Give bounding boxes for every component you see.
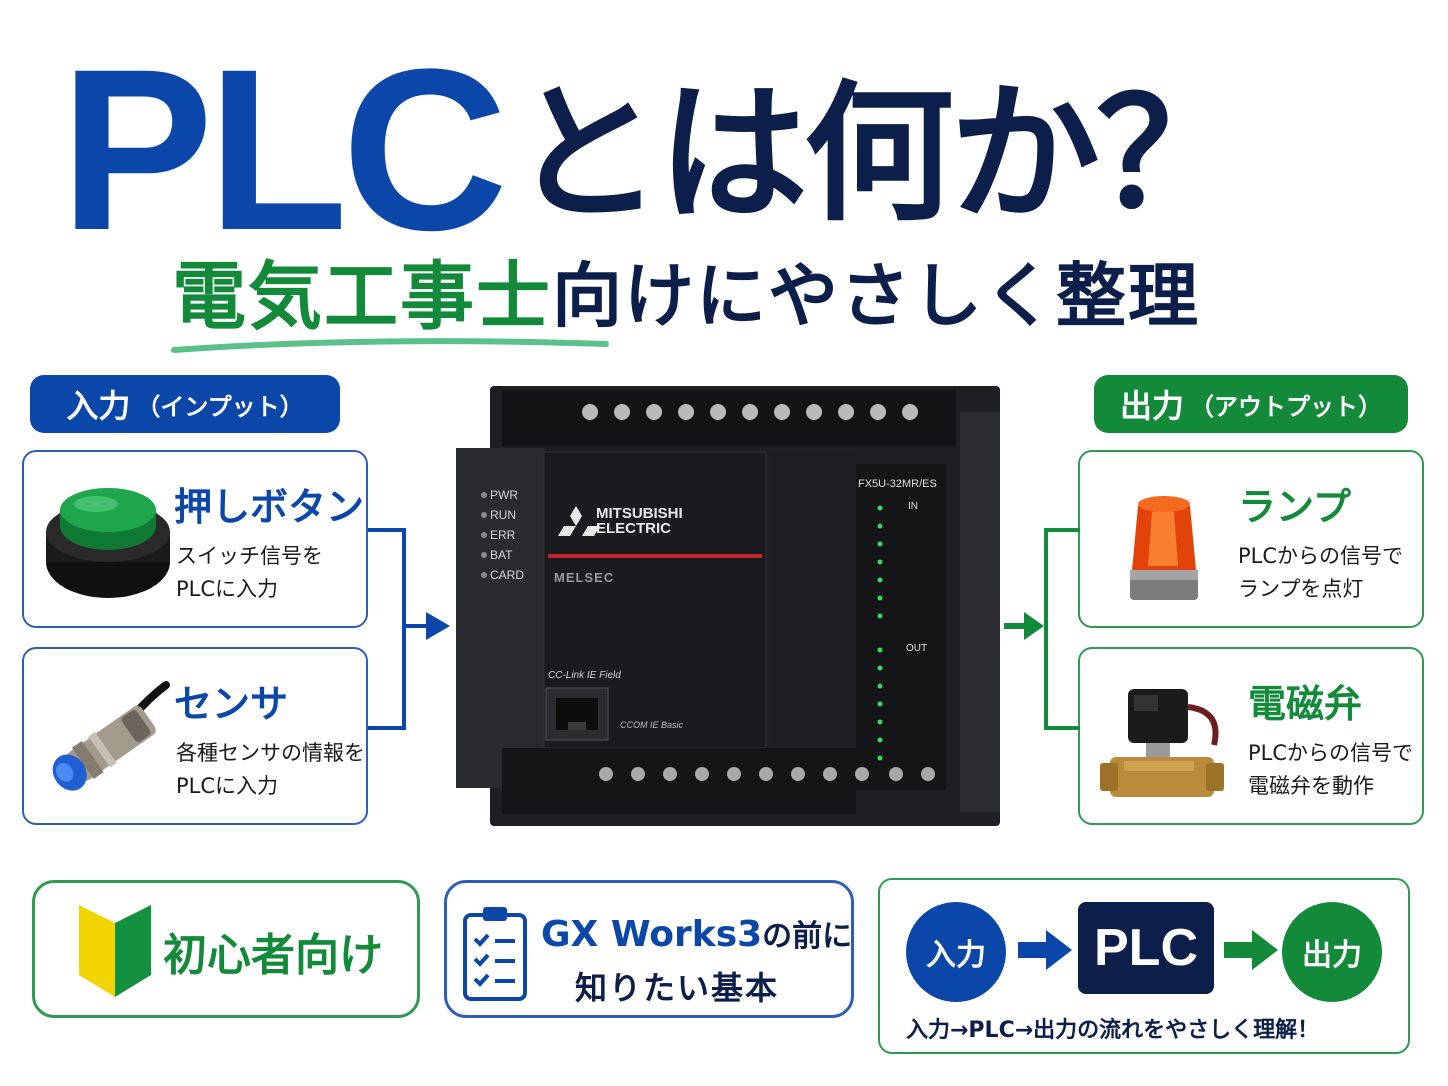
input-connector bbox=[368, 528, 450, 730]
plc-device-illustration bbox=[456, 386, 1000, 826]
input-section-header: 入力（インプット） bbox=[30, 375, 340, 433]
gx-works-line1: GX Works3の前に bbox=[541, 911, 852, 955]
device-port-label: CC-Link IE Field bbox=[548, 670, 621, 681]
beginner-box: 初心者向け bbox=[32, 880, 420, 1018]
io-flow-box: 入力 PLC 出力 入力→PLC→出力の流れをやさしく理解！ bbox=[878, 878, 1410, 1054]
checklist-clipboard-icon bbox=[463, 907, 527, 1001]
output-card-title: 電磁弁 bbox=[1248, 682, 1363, 726]
flow-input-circle: 入力 bbox=[906, 902, 1006, 1002]
device-brand: MITSUBISHI ELECTRIC bbox=[596, 506, 683, 536]
mitsubishi-logo bbox=[558, 506, 600, 536]
lamp-icon bbox=[1130, 496, 1198, 600]
flow-output-circle: 出力 bbox=[1282, 902, 1382, 1002]
main-title: PLC とは何か？ bbox=[60, 10, 1400, 278]
title-question: とは何か？ bbox=[512, 68, 1246, 242]
subtitle-underline bbox=[171, 338, 609, 353]
output-card-title: ランプ bbox=[1238, 485, 1351, 529]
desc-line: ランプを点灯 bbox=[1238, 577, 1364, 601]
device-series: MELSEC bbox=[554, 570, 615, 585]
device-model: FX5U-32MR/ES bbox=[858, 478, 937, 490]
input-card-title: センサ bbox=[174, 682, 289, 726]
solenoid-valve-icon bbox=[1100, 689, 1224, 797]
output-section-label: 出力 bbox=[1119, 387, 1184, 425]
subtitle-green: 電気工事士 bbox=[172, 253, 552, 340]
desc-line: PLCからの信号で bbox=[1238, 544, 1404, 568]
led-label-err: ERR bbox=[490, 528, 516, 542]
desc-line: PLCからの信号で bbox=[1248, 741, 1414, 765]
desc-line: PLCに入力 bbox=[176, 774, 279, 798]
input-card-title: 押しボタン bbox=[174, 485, 365, 529]
plc-device: PWR RUN ERR BAT CARD MITSUBISHI ELECTRIC… bbox=[450, 382, 1010, 830]
device-comm-label: CCOM IE Basic bbox=[620, 720, 684, 730]
output-card-desc: PLCからの信号で ランプを点灯 bbox=[1238, 540, 1403, 606]
input-card-push-button: 押しボタン スイッチ信号を PLCに入力 bbox=[22, 450, 368, 628]
input-card-sensor: センサ 各種センサの情報を PLCに入力 bbox=[22, 647, 368, 825]
led-label-card: CARD bbox=[490, 568, 525, 582]
output-connector bbox=[1004, 528, 1080, 730]
brand-line2: ELECTRIC bbox=[596, 520, 671, 537]
desc-line: 電磁弁を動作 bbox=[1248, 774, 1374, 798]
brand-line1: MITSUBISHI bbox=[596, 505, 683, 522]
output-card-desc: PLCからの信号で 電磁弁を動作 bbox=[1248, 737, 1413, 803]
top-terminals bbox=[582, 404, 918, 420]
input-section-sub: （インプット） bbox=[136, 392, 304, 421]
led-labels: PWR RUN ERR BAT CARD bbox=[490, 485, 524, 585]
desc-line: 各種センサの情報を bbox=[176, 741, 365, 765]
flow-arrow-icon bbox=[1018, 930, 1072, 970]
push-button-icon bbox=[46, 488, 170, 598]
input-card-desc: スイッチ信号を PLCに入力 bbox=[176, 540, 323, 606]
input-section-label: 入力 bbox=[66, 387, 131, 425]
bottom-terminals bbox=[599, 767, 935, 781]
flow-caption: 入力→PLC→出力の流れをやさしく理解！ bbox=[906, 1018, 1320, 1043]
output-section-header: 出力（アウトプット） bbox=[1094, 375, 1408, 433]
led-label-bat: BAT bbox=[490, 548, 513, 562]
device-out-label: OUT bbox=[906, 643, 928, 654]
gx-works-name: GX Works3 bbox=[541, 914, 763, 955]
desc-line: スイッチ信号を bbox=[176, 544, 323, 568]
sensor-icon bbox=[52, 681, 170, 791]
beginner-mark-icon bbox=[79, 905, 151, 997]
led-label-run: RUN bbox=[490, 508, 516, 522]
device-in-label: IN bbox=[908, 501, 918, 512]
beginner-text: 初心者向け bbox=[163, 930, 383, 981]
output-card-lamp: ランプ PLCからの信号で ランプを点灯 bbox=[1078, 450, 1424, 628]
gx-works-line2: 知りたい基本 bbox=[575, 969, 780, 1007]
flow-arrow-icon bbox=[1224, 930, 1278, 970]
title-plc: PLC bbox=[60, 21, 508, 278]
led-label-pwr: PWR bbox=[490, 488, 518, 502]
gx-works-tail: の前に bbox=[762, 919, 853, 954]
output-card-solenoid-valve: 電磁弁 PLCからの信号で 電磁弁を動作 bbox=[1078, 647, 1424, 825]
subtitle-navy: 向けにやさしく整理 bbox=[552, 254, 1200, 337]
gx-works-box: GX Works3の前に 知りたい基本 bbox=[444, 880, 854, 1018]
input-card-desc: 各種センサの情報を PLCに入力 bbox=[176, 737, 365, 803]
output-section-sub: （アウトプット） bbox=[1190, 392, 1382, 421]
subtitle: 電気工事士 向けにやさしく整理 bbox=[172, 245, 1200, 340]
desc-line: PLCに入力 bbox=[176, 577, 279, 601]
flow-plc-box: PLC bbox=[1078, 902, 1214, 994]
